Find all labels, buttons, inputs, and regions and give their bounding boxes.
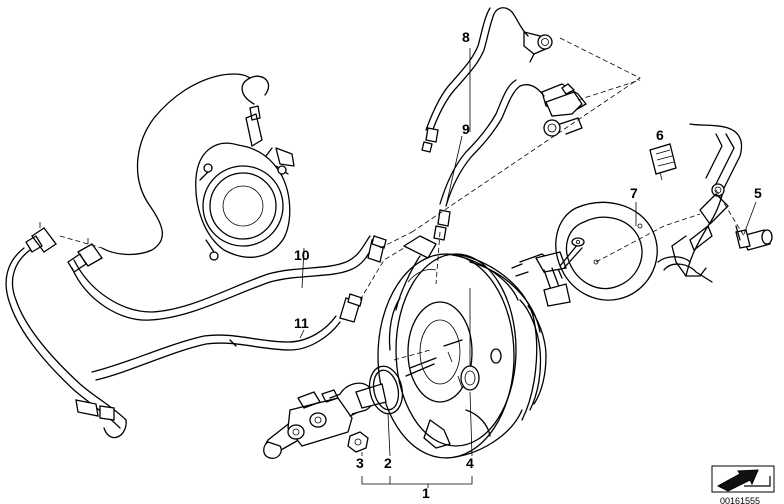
- label-leaders: [299, 48, 757, 488]
- arrow-catalog-icon: [711, 465, 775, 493]
- vacuum-hose-10[interactable]: [71, 235, 377, 321]
- hex-nut[interactable]: [347, 431, 369, 453]
- part-label-10[interactable]: 10: [294, 247, 310, 263]
- vacuum-hose-8[interactable]: [421, 7, 553, 153]
- dashed-leaders: [59, 37, 745, 361]
- part-label-9[interactable]: 9: [462, 121, 470, 137]
- part-label-3[interactable]: 3: [356, 455, 364, 471]
- part-label-1[interactable]: 1: [422, 485, 430, 501]
- booster-seal-gasket[interactable]: [555, 201, 658, 301]
- part-label-5[interactable]: 5: [754, 185, 762, 201]
- part-label-2[interactable]: 2: [384, 455, 392, 471]
- document-number: 00161555: [720, 496, 761, 504]
- hose-fittings[interactable]: [339, 235, 387, 323]
- master-cylinder[interactable]: [263, 382, 387, 459]
- part-label-8[interactable]: 8: [462, 29, 470, 45]
- part-label-7[interactable]: 7: [630, 185, 638, 201]
- brake-booster[interactable]: [377, 235, 585, 459]
- vacuum-hose-11[interactable]: [5, 247, 341, 439]
- vacuum-hose-9[interactable]: [433, 79, 587, 241]
- left-connectors[interactable]: [25, 222, 103, 273]
- part-label-11[interactable]: 11: [294, 315, 309, 331]
- pump-cable[interactable]: [101, 73, 251, 256]
- pedal-bracket[interactable]: [649, 123, 743, 283]
- pin-bolt[interactable]: [735, 225, 773, 251]
- o-ring-seal[interactable]: [365, 363, 406, 417]
- vacuum-pump[interactable]: [195, 75, 295, 261]
- part-label-4[interactable]: 4: [466, 455, 474, 471]
- part-label-6[interactable]: 6: [656, 127, 664, 143]
